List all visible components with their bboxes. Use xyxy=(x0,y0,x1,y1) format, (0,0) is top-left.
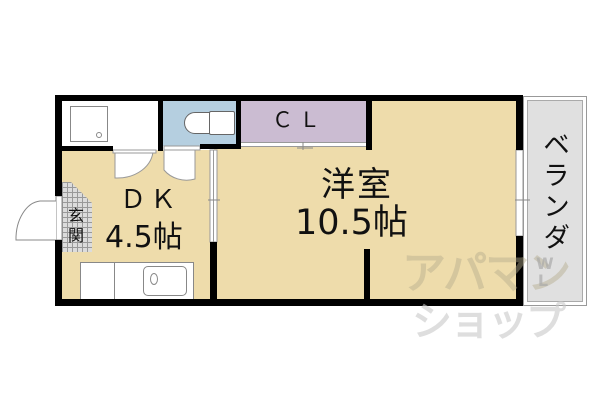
veranda-label: ベランダ xyxy=(538,130,569,254)
western-room-size-label: 10.5帖 xyxy=(295,203,408,243)
wall-top xyxy=(55,95,523,101)
sink-icon xyxy=(143,266,187,296)
western-room-label: 洋室 xyxy=(321,165,393,205)
counter-divider xyxy=(114,263,115,299)
entrance-label-2: 関 xyxy=(68,226,85,245)
wall-right-upper xyxy=(516,95,523,150)
wall-toilet-closet xyxy=(236,95,241,149)
entrance-label-1: 玄 xyxy=(68,206,85,225)
watermark-line2: ショップ xyxy=(412,299,566,345)
wall-room-stub xyxy=(364,249,370,304)
wall-left-lower xyxy=(55,240,62,306)
wall-bottom xyxy=(55,299,523,306)
wall-bath-bottom-left xyxy=(55,146,113,151)
wall-right-lower xyxy=(516,236,523,306)
drain-icon xyxy=(96,132,102,138)
wall-closet-right xyxy=(366,95,372,150)
dk-label: ＤＫ xyxy=(120,185,181,215)
watermark-mark: WL xyxy=(536,254,554,290)
wall-toilet-bottom xyxy=(200,144,241,149)
veranda-floor xyxy=(527,100,583,302)
closet-area xyxy=(241,100,366,142)
toilet-tank-icon xyxy=(209,111,235,135)
wall-left-upper xyxy=(55,95,62,196)
wall-dk-divider xyxy=(210,242,217,306)
drain-icon xyxy=(150,273,158,285)
wall-bath-toilet xyxy=(158,95,163,151)
dk-size-label: 4.5帖 xyxy=(105,220,183,255)
shower-tray xyxy=(70,106,108,142)
watermark-line1: アパマン xyxy=(402,248,571,299)
closet-label: ＣＬ xyxy=(272,108,326,132)
